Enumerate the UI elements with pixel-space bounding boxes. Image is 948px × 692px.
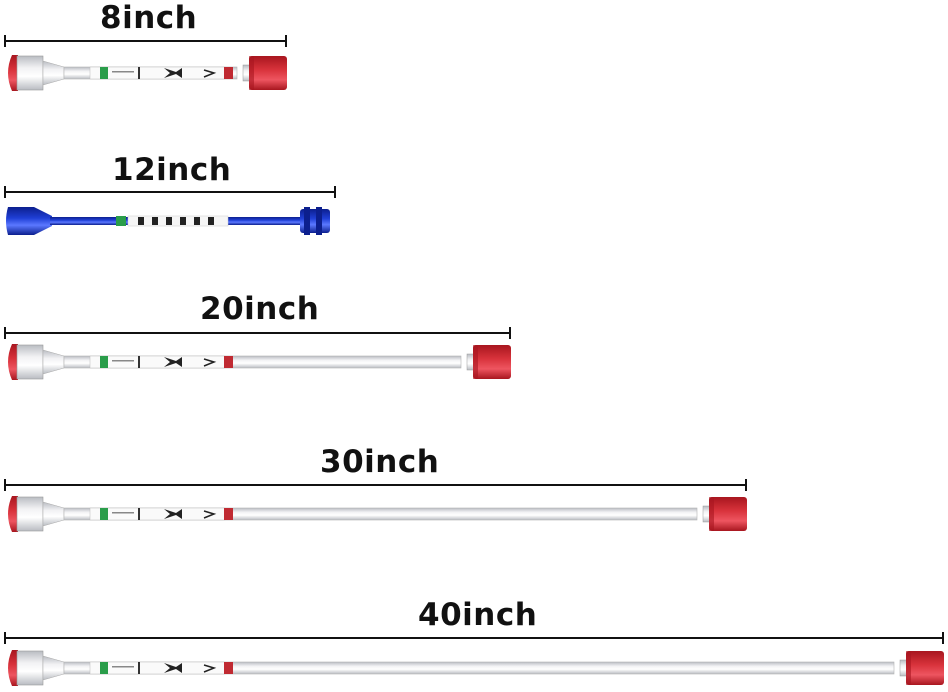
spray-tip-extension bbox=[8, 344, 511, 380]
red-tip-guard bbox=[249, 56, 287, 90]
length-label: 40inch bbox=[418, 597, 538, 633]
length-label: 12inch bbox=[112, 152, 232, 188]
dimension-line bbox=[4, 479, 747, 491]
red-tip-guard bbox=[906, 651, 944, 685]
spray-tip-extension bbox=[6, 207, 330, 235]
dimension-line bbox=[4, 327, 511, 339]
red-tip-guard bbox=[709, 497, 747, 531]
pole-tube bbox=[63, 661, 895, 675]
chrome-nut bbox=[16, 496, 44, 532]
dimension-line bbox=[4, 632, 944, 644]
dimension-line bbox=[4, 35, 287, 47]
red-cap bbox=[8, 650, 18, 686]
red-tip-guard bbox=[473, 345, 511, 379]
length-label: 8inch bbox=[100, 0, 198, 36]
red-cap bbox=[8, 496, 18, 532]
length-label: 30inch bbox=[320, 444, 440, 480]
spray-tip-extension bbox=[8, 496, 747, 532]
label-band bbox=[116, 216, 126, 226]
red-cap bbox=[8, 55, 18, 91]
length-label: 20inch bbox=[200, 291, 320, 327]
chrome-nut bbox=[16, 650, 44, 686]
red-cap bbox=[8, 344, 18, 380]
dimension-line bbox=[4, 186, 336, 198]
spray-tip-extension bbox=[8, 55, 287, 91]
chrome-nut bbox=[16, 344, 44, 380]
spray-tip-extension bbox=[8, 650, 944, 686]
chrome-nut bbox=[16, 55, 44, 91]
label-band bbox=[127, 215, 229, 227]
blue-nut bbox=[6, 207, 52, 235]
